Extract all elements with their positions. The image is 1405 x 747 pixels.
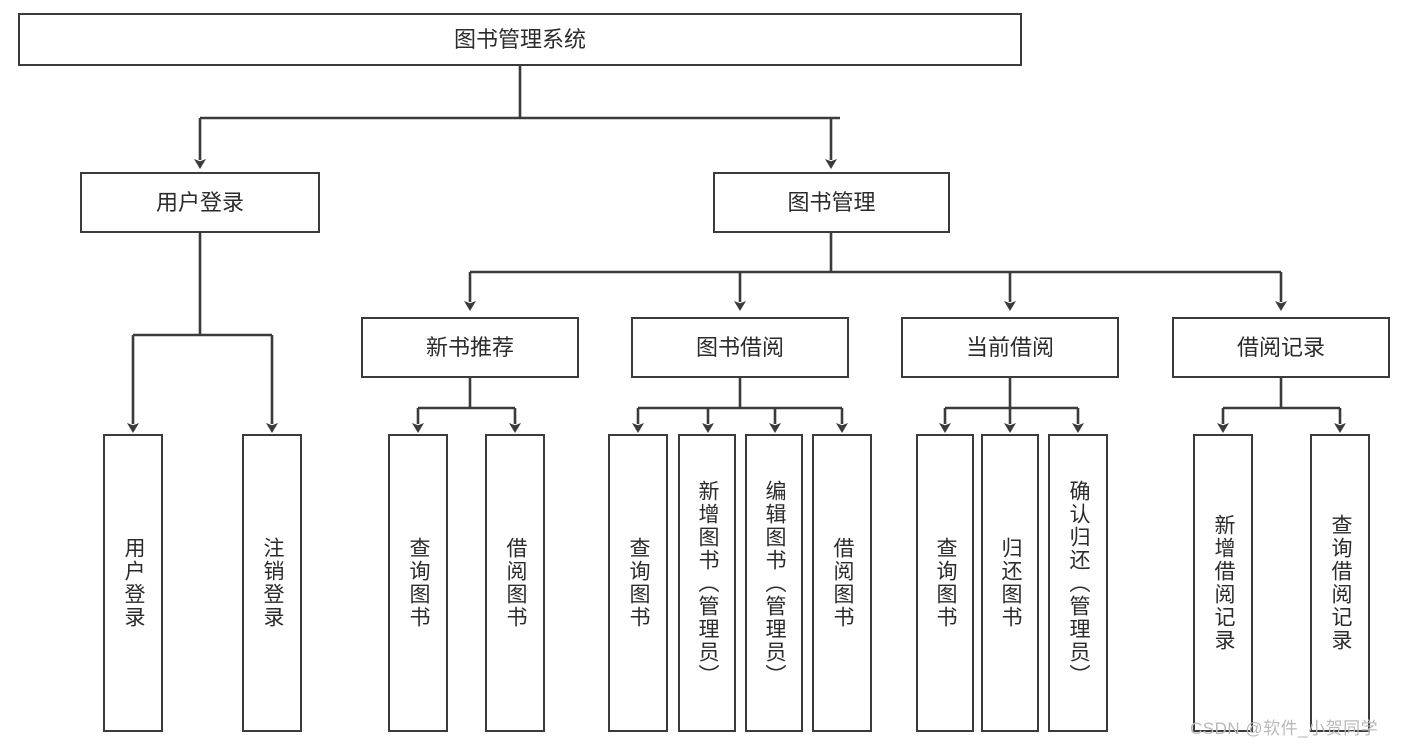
leaf-borrow-book-2[interactable]: 借阅图书 <box>812 434 872 732</box>
csdn-watermark: CSDN @软件_小贺同学 <box>1190 719 1379 738</box>
node-new-book-rec-label: 新书推荐 <box>425 334 514 360</box>
leaf-query-record[interactable]: 查询借阅记录 <box>1310 434 1370 732</box>
node-current-borrow-label: 当前借阅 <box>965 334 1054 360</box>
leaf-logout[interactable]: 注销登录 <box>242 434 302 732</box>
leaf-logout-label: 注销登录 <box>261 537 285 629</box>
leaf-borrow-book-1[interactable]: 借阅图书 <box>485 434 545 732</box>
node-book-manage[interactable]: 图书管理 <box>713 172 950 233</box>
node-user-login-label: 用户登录 <box>155 189 244 215</box>
leaf-return-book[interactable]: 归还图书 <box>981 434 1039 732</box>
node-book-manage-label: 图书管理 <box>787 189 876 215</box>
node-book-borrow[interactable]: 图书借阅 <box>631 317 849 378</box>
leaf-query-book-1[interactable]: 查询图书 <box>388 434 448 732</box>
leaf-borrow-book-1-label: 借阅图书 <box>504 537 528 629</box>
leaf-return-book-label: 归还图书 <box>999 537 1023 629</box>
node-book-borrow-label: 图书借阅 <box>695 334 784 360</box>
leaf-add-book-label: 新增图书（管理员） <box>696 479 720 687</box>
node-user-login[interactable]: 用户登录 <box>80 172 320 233</box>
leaf-add-record[interactable]: 新增借阅记录 <box>1193 434 1253 732</box>
leaf-query-book-1-label: 查询图书 <box>407 537 431 629</box>
leaf-query-book-2-label: 查询图书 <box>627 537 651 629</box>
leaf-query-book-3[interactable]: 查询图书 <box>916 434 974 732</box>
leaf-query-record-label: 查询借阅记录 <box>1329 514 1353 652</box>
leaf-confirm-return[interactable]: 确认归还（管理员） <box>1048 434 1108 732</box>
node-current-borrow[interactable]: 当前借阅 <box>901 317 1119 378</box>
node-root[interactable]: 图书管理系统 <box>18 13 1022 66</box>
leaf-borrow-book-2-label: 借阅图书 <box>831 537 855 629</box>
leaf-confirm-return-label: 确认归还（管理员） <box>1067 479 1091 687</box>
leaf-user-login[interactable]: 用户登录 <box>103 434 163 732</box>
node-borrow-record[interactable]: 借阅记录 <box>1172 317 1390 378</box>
node-new-book-rec[interactable]: 新书推荐 <box>361 317 579 378</box>
leaf-query-book-2[interactable]: 查询图书 <box>608 434 668 732</box>
leaf-edit-book[interactable]: 编辑图书（管理员） <box>745 434 803 732</box>
leaf-user-login-label: 用户登录 <box>122 537 146 629</box>
leaf-add-book[interactable]: 新增图书（管理员） <box>678 434 736 732</box>
leaf-add-record-label: 新增借阅记录 <box>1212 514 1236 652</box>
node-root-label: 图书管理系统 <box>453 26 586 52</box>
leaf-query-book-3-label: 查询图书 <box>934 537 958 629</box>
node-borrow-record-label: 借阅记录 <box>1236 334 1325 360</box>
leaf-edit-book-label: 编辑图书（管理员） <box>763 479 787 687</box>
